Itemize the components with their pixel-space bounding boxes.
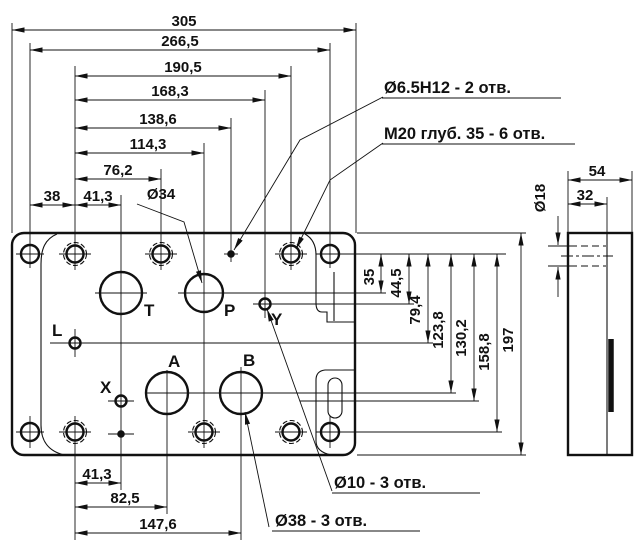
port-b-hole [218, 370, 264, 416]
port-label-x: X [100, 378, 112, 397]
side-view: 54 32 Ø18 [532, 163, 634, 457]
dim-82-5: 82,5 [110, 490, 139, 507]
dim-147-6: 147,6 [139, 516, 177, 533]
port-y-hole [258, 297, 272, 311]
corner-bolt-hole [19, 243, 41, 265]
dim-79-4: 79,4 [407, 295, 424, 325]
dimensions-bottom: 41,3 82,5 147,6 [75, 466, 241, 536]
inner-contour [40, 233, 354, 456]
dim-266-5: 266,5 [161, 33, 199, 50]
pin-hole-65 [117, 430, 125, 438]
dim-123-8: 123,8 [430, 311, 447, 349]
port-label-b: B [243, 351, 255, 370]
callout-m20: М20 глуб. 35 - 6 отв. [384, 125, 545, 143]
dim-168-3: 168,3 [151, 83, 189, 100]
dim-114-3: 114,3 [130, 136, 167, 153]
dim-dia18: Ø18 [532, 184, 549, 212]
dim-138-6: 138,6 [139, 111, 177, 128]
dim-41-3-top: 41,3 [83, 188, 112, 205]
m20-threaded-holes [62, 241, 304, 445]
port-labels: T P Y L A B X [52, 301, 283, 397]
dim-197: 197 [500, 327, 517, 352]
port-l-hole [68, 336, 82, 350]
port-label-t: T [144, 301, 155, 320]
dim-35: 35 [361, 269, 378, 286]
dia34-leader [136, 203, 203, 284]
dia10-leader [266, 308, 333, 492]
callout-dia38: Ø38 - 3 отв. [275, 512, 367, 530]
corner-bolt-hole [19, 421, 41, 443]
centerlines [11, 23, 526, 540]
port-p-hole [183, 272, 225, 314]
dim-38: 38 [44, 188, 61, 205]
dimensions-right: 35 44,5 79,4 123,8 130,2 158,8 197 [361, 233, 524, 455]
port-label-a: A [168, 352, 180, 371]
m20-leader [295, 142, 384, 250]
dim-76-2: 76,2 [103, 162, 132, 179]
dim-dia34: Ø34 [147, 186, 176, 203]
port-label-y: Y [271, 310, 283, 329]
port-a-hole [144, 370, 190, 416]
dia65-leader [233, 96, 384, 251]
port-label-p: P [224, 301, 235, 320]
callout-dia65: Ø6.5H12 - 2 отв. [384, 79, 511, 97]
callout-dia10: Ø10 - 3 отв. [334, 474, 426, 492]
pin-hole-65 [227, 250, 235, 258]
callouts: Ø6.5H12 - 2 отв. М20 глуб. 35 - 6 отв. Ø… [233, 79, 575, 532]
dim-158-8: 158,8 [476, 333, 493, 371]
dim-130-2: 130,2 [453, 319, 470, 357]
side-view-outline [566, 231, 634, 457]
dimensions-top: 305 266,5 190,5 168,3 138,6 114,3 76,2 3… [12, 13, 356, 284]
dim-305: 305 [171, 13, 196, 30]
port-label-l: L [52, 321, 62, 340]
relief-slot [327, 377, 343, 419]
dim-54: 54 [589, 163, 606, 180]
dim-41-3-bottom: 41,3 [82, 466, 111, 483]
port-t-hole [98, 270, 144, 316]
corner-bolt-hole [319, 243, 341, 265]
holes [19, 241, 341, 445]
plate-outline [10, 231, 357, 457]
front-view: T P Y L A B X [10, 23, 526, 540]
corner-bolt-hole [319, 421, 341, 443]
port-x-hole [114, 394, 128, 408]
dim-32: 32 [577, 187, 594, 204]
dim-44-5: 44,5 [388, 268, 405, 297]
dim-190-5: 190,5 [164, 59, 202, 76]
dia38-leader [244, 411, 270, 528]
